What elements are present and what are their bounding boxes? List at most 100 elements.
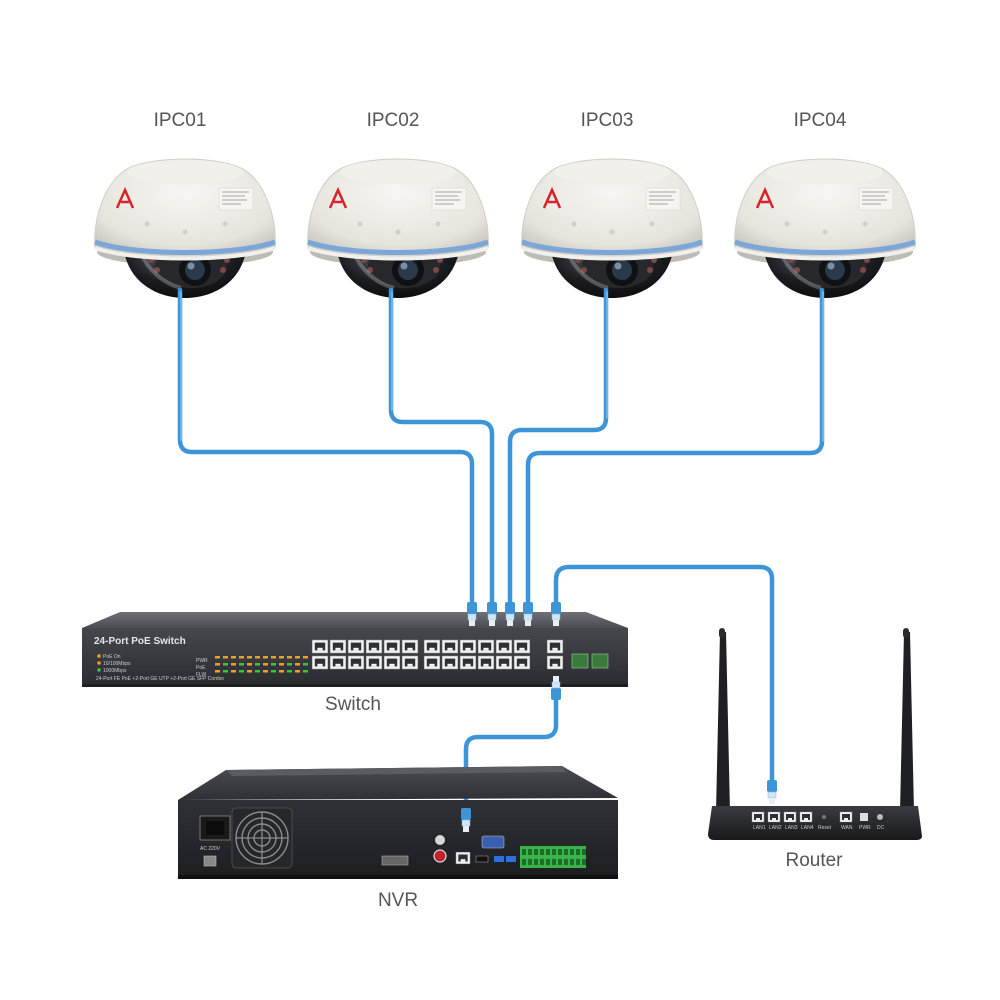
switch-port: [401, 639, 419, 654]
serial-port-icon: [381, 855, 409, 866]
camera-ipc01: IPC01: [95, 110, 275, 298]
status-led: [255, 670, 260, 673]
switch-uplink-port: [546, 655, 564, 670]
switch-port: [477, 655, 495, 670]
router-port-label: LAN3: [785, 825, 798, 831]
sfp-slot: [591, 653, 609, 669]
status-led: [215, 670, 220, 673]
terminal-screw: [558, 859, 562, 865]
terminal-screw: [576, 849, 580, 855]
status-led: [263, 656, 268, 659]
switch-port: [495, 639, 513, 654]
camera-label: IPC03: [581, 110, 634, 131]
status-led: [231, 656, 236, 659]
dome-camera-icon: [735, 159, 915, 298]
status-led: [223, 670, 228, 673]
status-led: [255, 656, 260, 659]
status-led: [231, 670, 236, 673]
switch-port: [383, 639, 401, 654]
cable-ipc02: [388, 287, 495, 605]
dome-camera-icon: [308, 159, 488, 298]
hdmi-port-icon: [475, 855, 489, 863]
status-led: [271, 663, 276, 666]
nvr: AC 220V NVR: [178, 766, 618, 911]
status-led: [247, 670, 252, 673]
router-port-label: WAN: [841, 825, 853, 831]
alarm-terminal-blocks: [520, 846, 586, 868]
audio-port-icon: [435, 835, 445, 845]
switch-port: [347, 639, 365, 654]
router-wan-port-icon: [839, 811, 853, 823]
status-led: [239, 663, 244, 666]
status-led: [247, 663, 252, 666]
status-led: [287, 656, 292, 659]
switch-port: [459, 655, 477, 670]
camera-ipc04: IPC04: [735, 110, 915, 298]
switch-port: [311, 655, 329, 670]
switch-port: [329, 655, 347, 670]
switch-port: [441, 639, 459, 654]
switch-port: [423, 639, 441, 654]
router-port-labels: LAN1 LAN2 LAN3 LAN4 Reset WAN PWR DC: [753, 825, 885, 831]
router-label: Router: [785, 850, 843, 871]
terminal-screw: [528, 849, 532, 855]
router: LAN1 LAN2 LAN3 LAN4 Reset WAN PWR DC Rou…: [708, 628, 922, 871]
sfp-slot: [571, 653, 589, 669]
status-led: [215, 663, 220, 666]
led-row-label: PWR: [196, 658, 208, 664]
status-led: [271, 656, 276, 659]
router-body: [708, 806, 922, 840]
switch-port: [365, 655, 383, 670]
status-led: [223, 656, 228, 659]
terminal-screw: [552, 849, 556, 855]
switch-label: Switch: [325, 694, 381, 715]
switch-port: [365, 639, 383, 654]
antenna-icon: [900, 632, 914, 812]
status-led: [303, 670, 308, 673]
reset-button-icon: [822, 815, 826, 819]
camera-label: IPC04: [794, 110, 847, 131]
usb-port-icon: [494, 856, 504, 862]
router-lan-port-icon: [751, 811, 765, 823]
router-port-label: LAN1: [753, 825, 766, 831]
router-port-label: Reset: [818, 825, 832, 831]
switch-port: [329, 639, 347, 654]
nvr-label: NVR: [378, 890, 418, 911]
terminal-screw: [576, 859, 580, 865]
usb-port-icon: [506, 856, 516, 862]
camera-ipc03: IPC03: [522, 110, 702, 298]
router-power-switch-icon: [860, 813, 868, 821]
terminal-screw: [552, 859, 556, 865]
cable-ipc03: [507, 287, 609, 605]
cable-ipc01: [177, 287, 475, 605]
status-led: [287, 670, 292, 673]
status-led: [255, 663, 260, 666]
nvr-lan-port-icon: [455, 851, 471, 865]
terminal-screw: [522, 859, 526, 865]
switch-port: [459, 639, 477, 654]
terminal-screw: [534, 849, 538, 855]
terminal-screw: [582, 849, 586, 855]
legend-item: 1000Mbps: [103, 668, 127, 674]
terminal-screw: [582, 859, 586, 865]
led-row-label: FLW: [196, 672, 206, 678]
status-led: [247, 656, 252, 659]
cables: [177, 287, 825, 811]
status-led: [295, 663, 300, 666]
router-lan-port-icon: [767, 811, 781, 823]
status-led: [223, 663, 228, 666]
switch-port: [401, 655, 419, 670]
switch-port: [513, 639, 531, 654]
switch-port: [347, 655, 365, 670]
cable-ipc04: [525, 287, 825, 605]
status-led: [215, 656, 220, 659]
status-led: [231, 663, 236, 666]
power-socket-icon: AC 220V: [199, 815, 231, 867]
cable-nvr: [463, 687, 559, 811]
router-lan-port-icon: [799, 811, 813, 823]
terminal-screw: [564, 849, 568, 855]
status-led: [287, 663, 292, 666]
router-port-label: LAN4: [801, 825, 814, 831]
switch-port: [383, 655, 401, 670]
